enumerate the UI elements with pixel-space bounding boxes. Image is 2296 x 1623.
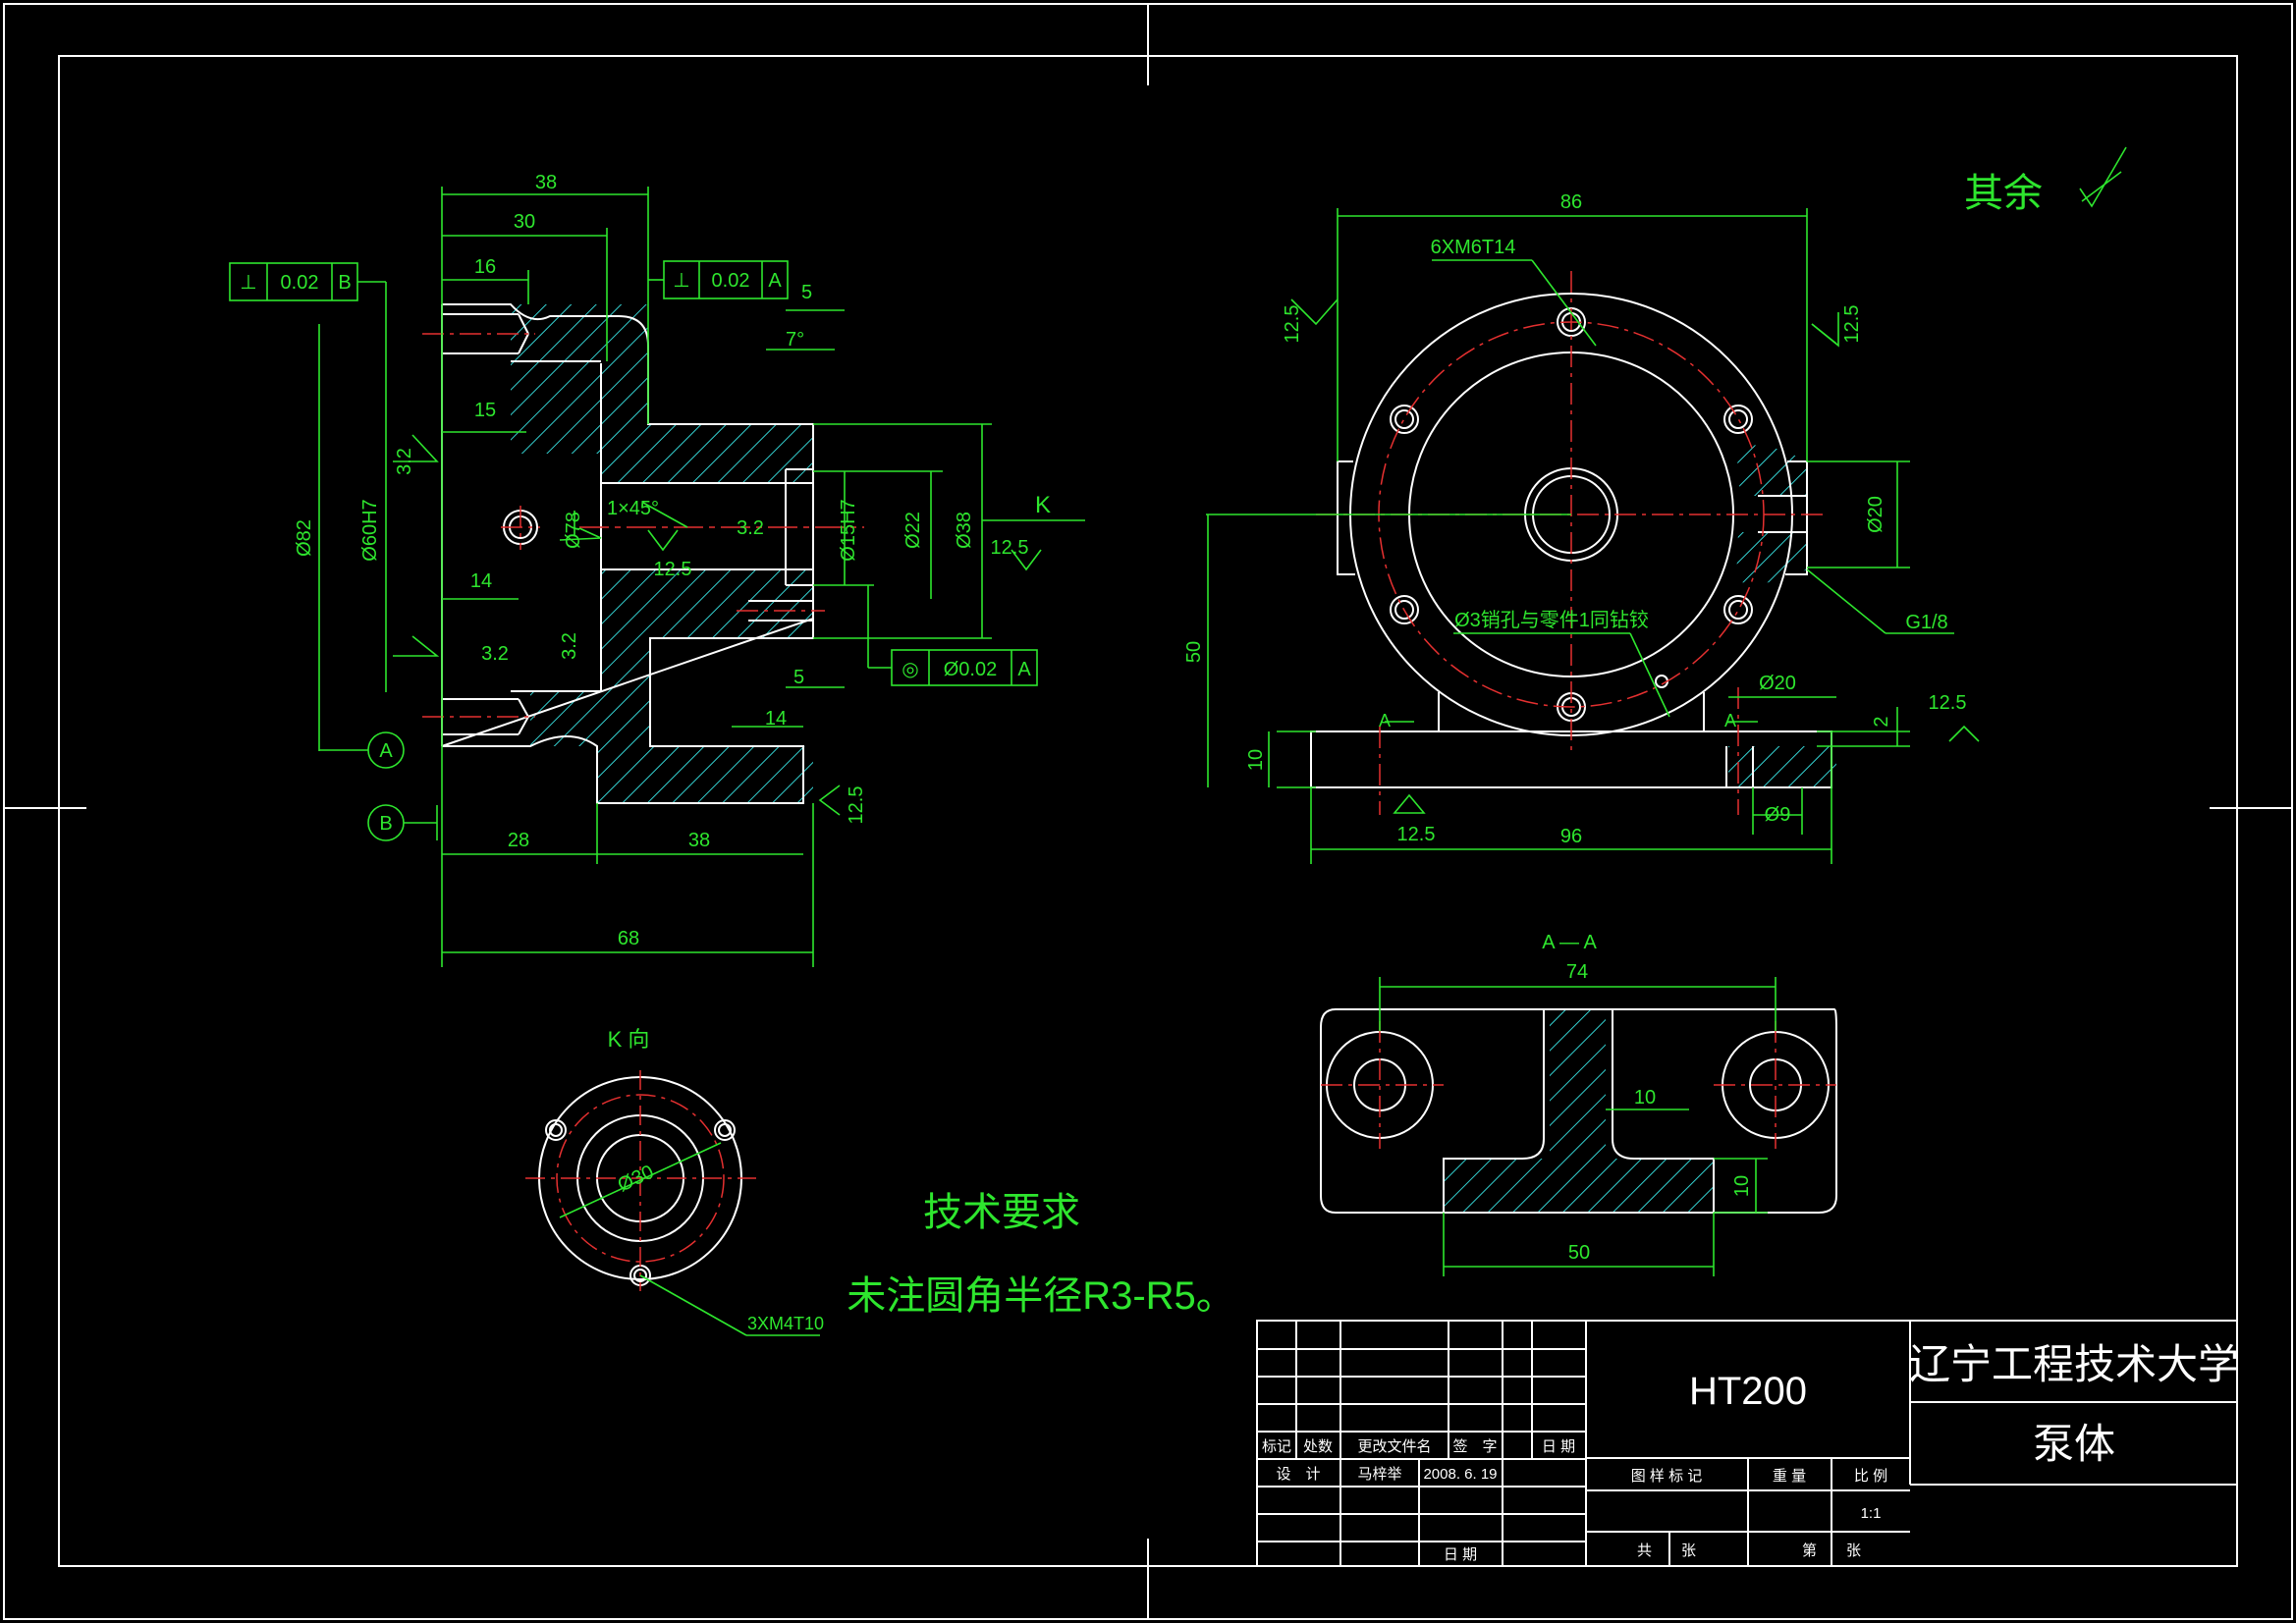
section-mark-right: A <box>1724 711 1736 730</box>
tol2-value: 0.02 <box>712 270 750 292</box>
dim-5-top: 5 <box>801 282 812 303</box>
roughness-3.2-c: 3.2 <box>481 643 509 665</box>
roughness-3.2-d: 3.2 <box>737 517 764 539</box>
pin-hole-note: Ø3销孔与零件1同钻铰 <box>1454 609 1649 631</box>
k-view-title: K 向 <box>608 1027 650 1052</box>
tech-requirements: 技术要求 未注圆角半径R3-R5。 <box>847 1191 1235 1318</box>
thread-6xm6t14: 6XM6T14 <box>1431 237 1516 258</box>
tol2-symbol: ⊥ <box>673 270 689 292</box>
dim-68: 68 <box>618 928 639 949</box>
section-mark-left: A <box>1379 711 1391 730</box>
roughness-side-right: 12.5 <box>1841 305 1863 344</box>
datum-b: B <box>379 813 392 835</box>
dim-10: 10 <box>1245 749 1267 771</box>
dim-d15h7: Ø15H7 <box>838 499 859 561</box>
dim-10-aa-b: 10 <box>1731 1175 1753 1197</box>
roughness-side-left: 12.5 <box>1282 305 1303 344</box>
dim-74: 74 <box>1566 961 1588 983</box>
designer-name: 马梓举 <box>1357 1466 1401 1483</box>
dim-d38: Ø38 <box>954 512 975 549</box>
total-sheets: 共 张 <box>1637 1542 1696 1559</box>
dim-16: 16 <box>474 256 496 278</box>
tech-req-text: 未注圆角半径R3-R5。 <box>847 1274 1235 1318</box>
dim-50-aa: 50 <box>1568 1242 1590 1264</box>
dim-86: 86 <box>1560 191 1582 213</box>
general-roughness-label: 其余 <box>1964 172 2043 215</box>
date-label: 日 期 <box>1444 1546 1477 1563</box>
roughness-side-right-base: 12.5 <box>1929 692 1967 714</box>
dim-14-bot: 14 <box>765 708 787 730</box>
roughness-12.5-a: 12.5 <box>654 559 692 580</box>
roughness-3.2-a: 3.2 <box>394 448 415 475</box>
school-name: 辽宁工程技术大学 <box>1909 1341 2239 1387</box>
hdr-weight: 重 量 <box>1773 1468 1806 1485</box>
dim-d20-base: Ø20 <box>1759 673 1796 694</box>
thread-3xm4t10: 3XM4T10 <box>747 1314 824 1333</box>
hdr-scale: 比 例 <box>1854 1468 1887 1485</box>
design-label: 设 计 <box>1276 1466 1320 1483</box>
roughness-12.5-c: 12.5 <box>846 786 867 825</box>
design-date: 2008. 6. 19 <box>1423 1466 1497 1483</box>
tol3-symbol: ◎ <box>902 659 918 680</box>
hdr-sign: 签 字 <box>1452 1438 1497 1455</box>
dim-d82: Ø82 <box>294 519 315 557</box>
dim-38-top: 38 <box>535 172 557 193</box>
tol1-value: 0.02 <box>281 272 319 294</box>
hdr-count: 处数 <box>1303 1438 1333 1455</box>
tol2-datum: A <box>768 270 782 292</box>
tol1-datum: B <box>338 272 351 294</box>
view-k-arrow-label: K <box>1035 492 1051 518</box>
title-block: HT200 辽宁工程技术大学 泵体 标记 处数 更改文件名 签 字 日 期 设 … <box>1256 1320 2239 1567</box>
tol3-datum: A <box>1017 659 1031 680</box>
thread-g18: G1/8 <box>1905 612 1947 633</box>
dim-15: 15 <box>474 400 496 421</box>
datum-a: A <box>379 740 393 762</box>
dim-d60h7: Ø60H7 <box>359 499 381 561</box>
side-view <box>1310 271 1836 815</box>
sheet-no: 第 张 <box>1802 1542 1861 1559</box>
tol3-value: Ø0.02 <box>944 659 997 680</box>
hdr-file: 更改文件名 <box>1357 1438 1431 1455</box>
material: HT200 <box>1689 1370 1807 1413</box>
part-name: 泵体 <box>2033 1421 2115 1467</box>
roughness-12.5-b: 12.5 <box>991 537 1029 559</box>
front-section-view <box>422 303 864 804</box>
dim-d9: Ø9 <box>1765 804 1791 826</box>
dim-28: 28 <box>508 830 529 851</box>
dim-d22: Ø22 <box>902 512 924 549</box>
dim-30: 30 <box>514 211 535 233</box>
roughness-side-base: 12.5 <box>1397 824 1436 845</box>
front-dimensions <box>229 187 1085 967</box>
dim-2: 2 <box>1871 716 1892 727</box>
dim-38-bot: 38 <box>688 830 710 851</box>
dim-14: 14 <box>470 570 492 592</box>
dim-d30: Ø30 <box>615 1162 658 1197</box>
tol1-symbol: ⊥ <box>240 272 256 294</box>
scale-value: 1:1 <box>1861 1505 1882 1522</box>
hdr-mark: 标记 <box>1262 1438 1291 1455</box>
sheet-border <box>3 3 2293 1620</box>
hdr-drawing-mark: 图 样 标 记 <box>1631 1468 1703 1485</box>
roughness-3.2-b: 3.2 <box>559 632 580 660</box>
dim-96: 96 <box>1560 826 1582 847</box>
k-view: K 向 Ø30 3XM4T10 <box>525 1027 824 1336</box>
section-aa-title: A — A <box>1542 932 1597 953</box>
dim-d20: Ø20 <box>1865 496 1886 533</box>
dim-d78: Ø78 <box>563 512 584 549</box>
section-aa-view: A — A 74 10 10 50 <box>1320 932 1837 1276</box>
tech-req-heading: 技术要求 <box>923 1191 1080 1234</box>
side-dimensions <box>1206 146 2127 864</box>
hdr-date: 日 期 <box>1542 1438 1575 1455</box>
chamfer-note: 1×45° <box>607 498 659 519</box>
dim-10-aa: 10 <box>1634 1087 1656 1109</box>
dim-50: 50 <box>1183 641 1205 663</box>
dim-5-bot: 5 <box>793 667 804 688</box>
dim-7deg: 7° <box>786 329 804 351</box>
